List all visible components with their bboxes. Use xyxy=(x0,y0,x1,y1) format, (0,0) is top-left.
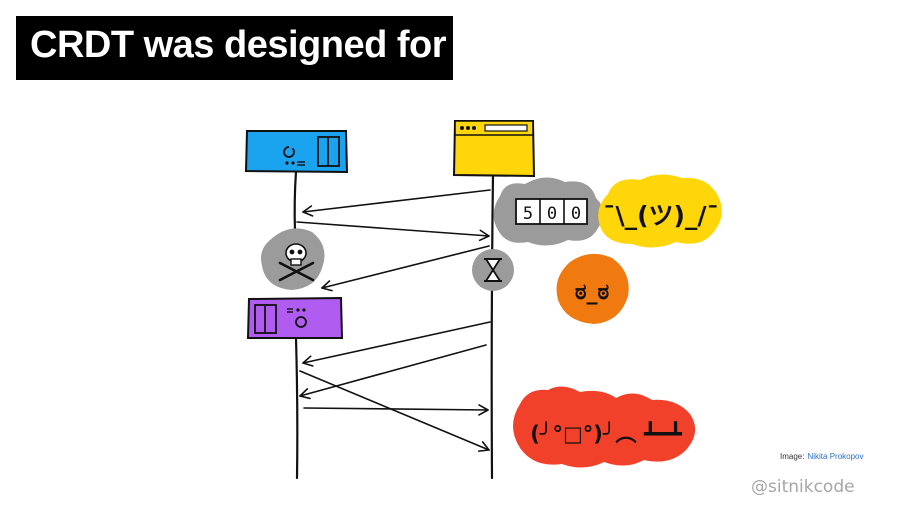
credit-label: Image: xyxy=(780,452,805,461)
disapproval-text: ಠ_ಠ xyxy=(575,280,610,305)
slide-title-bar: CRDT was designed for xyxy=(16,16,453,80)
blue-server-icon xyxy=(244,130,349,174)
error-digit-3: 0 xyxy=(571,204,581,224)
author-handle: @sitnikcode xyxy=(751,477,855,497)
error-digit-1: 5 xyxy=(523,204,533,224)
left-timeline xyxy=(293,170,299,480)
table-flip-emoticon: (╯°□°)╯︵ ┻━┻ xyxy=(513,386,696,468)
skull-crossbones-icon xyxy=(261,228,325,290)
error-500-badge: 5 0 0 xyxy=(493,177,604,246)
purple-server-icon xyxy=(246,296,344,339)
right-timeline xyxy=(490,172,495,480)
shrug-text: ¯\_(ツ)_/¯ xyxy=(603,201,719,230)
shrug-emoticon: ¯\_(ツ)_/¯ xyxy=(598,174,722,248)
browser-window-icon xyxy=(452,120,536,178)
image-credit: Image:Nikita Prokopov xyxy=(780,452,864,461)
disapproval-emoticon: ಠ_ಠ xyxy=(556,253,629,324)
table-flip-text: (╯°□°)╯︵ ┻━┻ xyxy=(530,421,682,446)
error-digit-2: 0 xyxy=(547,204,557,224)
hourglass-icon xyxy=(472,249,514,291)
slide-title: CRDT was designed for xyxy=(30,24,447,66)
message-arrows xyxy=(296,189,491,452)
credit-author-link[interactable]: Nikita Prokopov xyxy=(807,452,864,461)
